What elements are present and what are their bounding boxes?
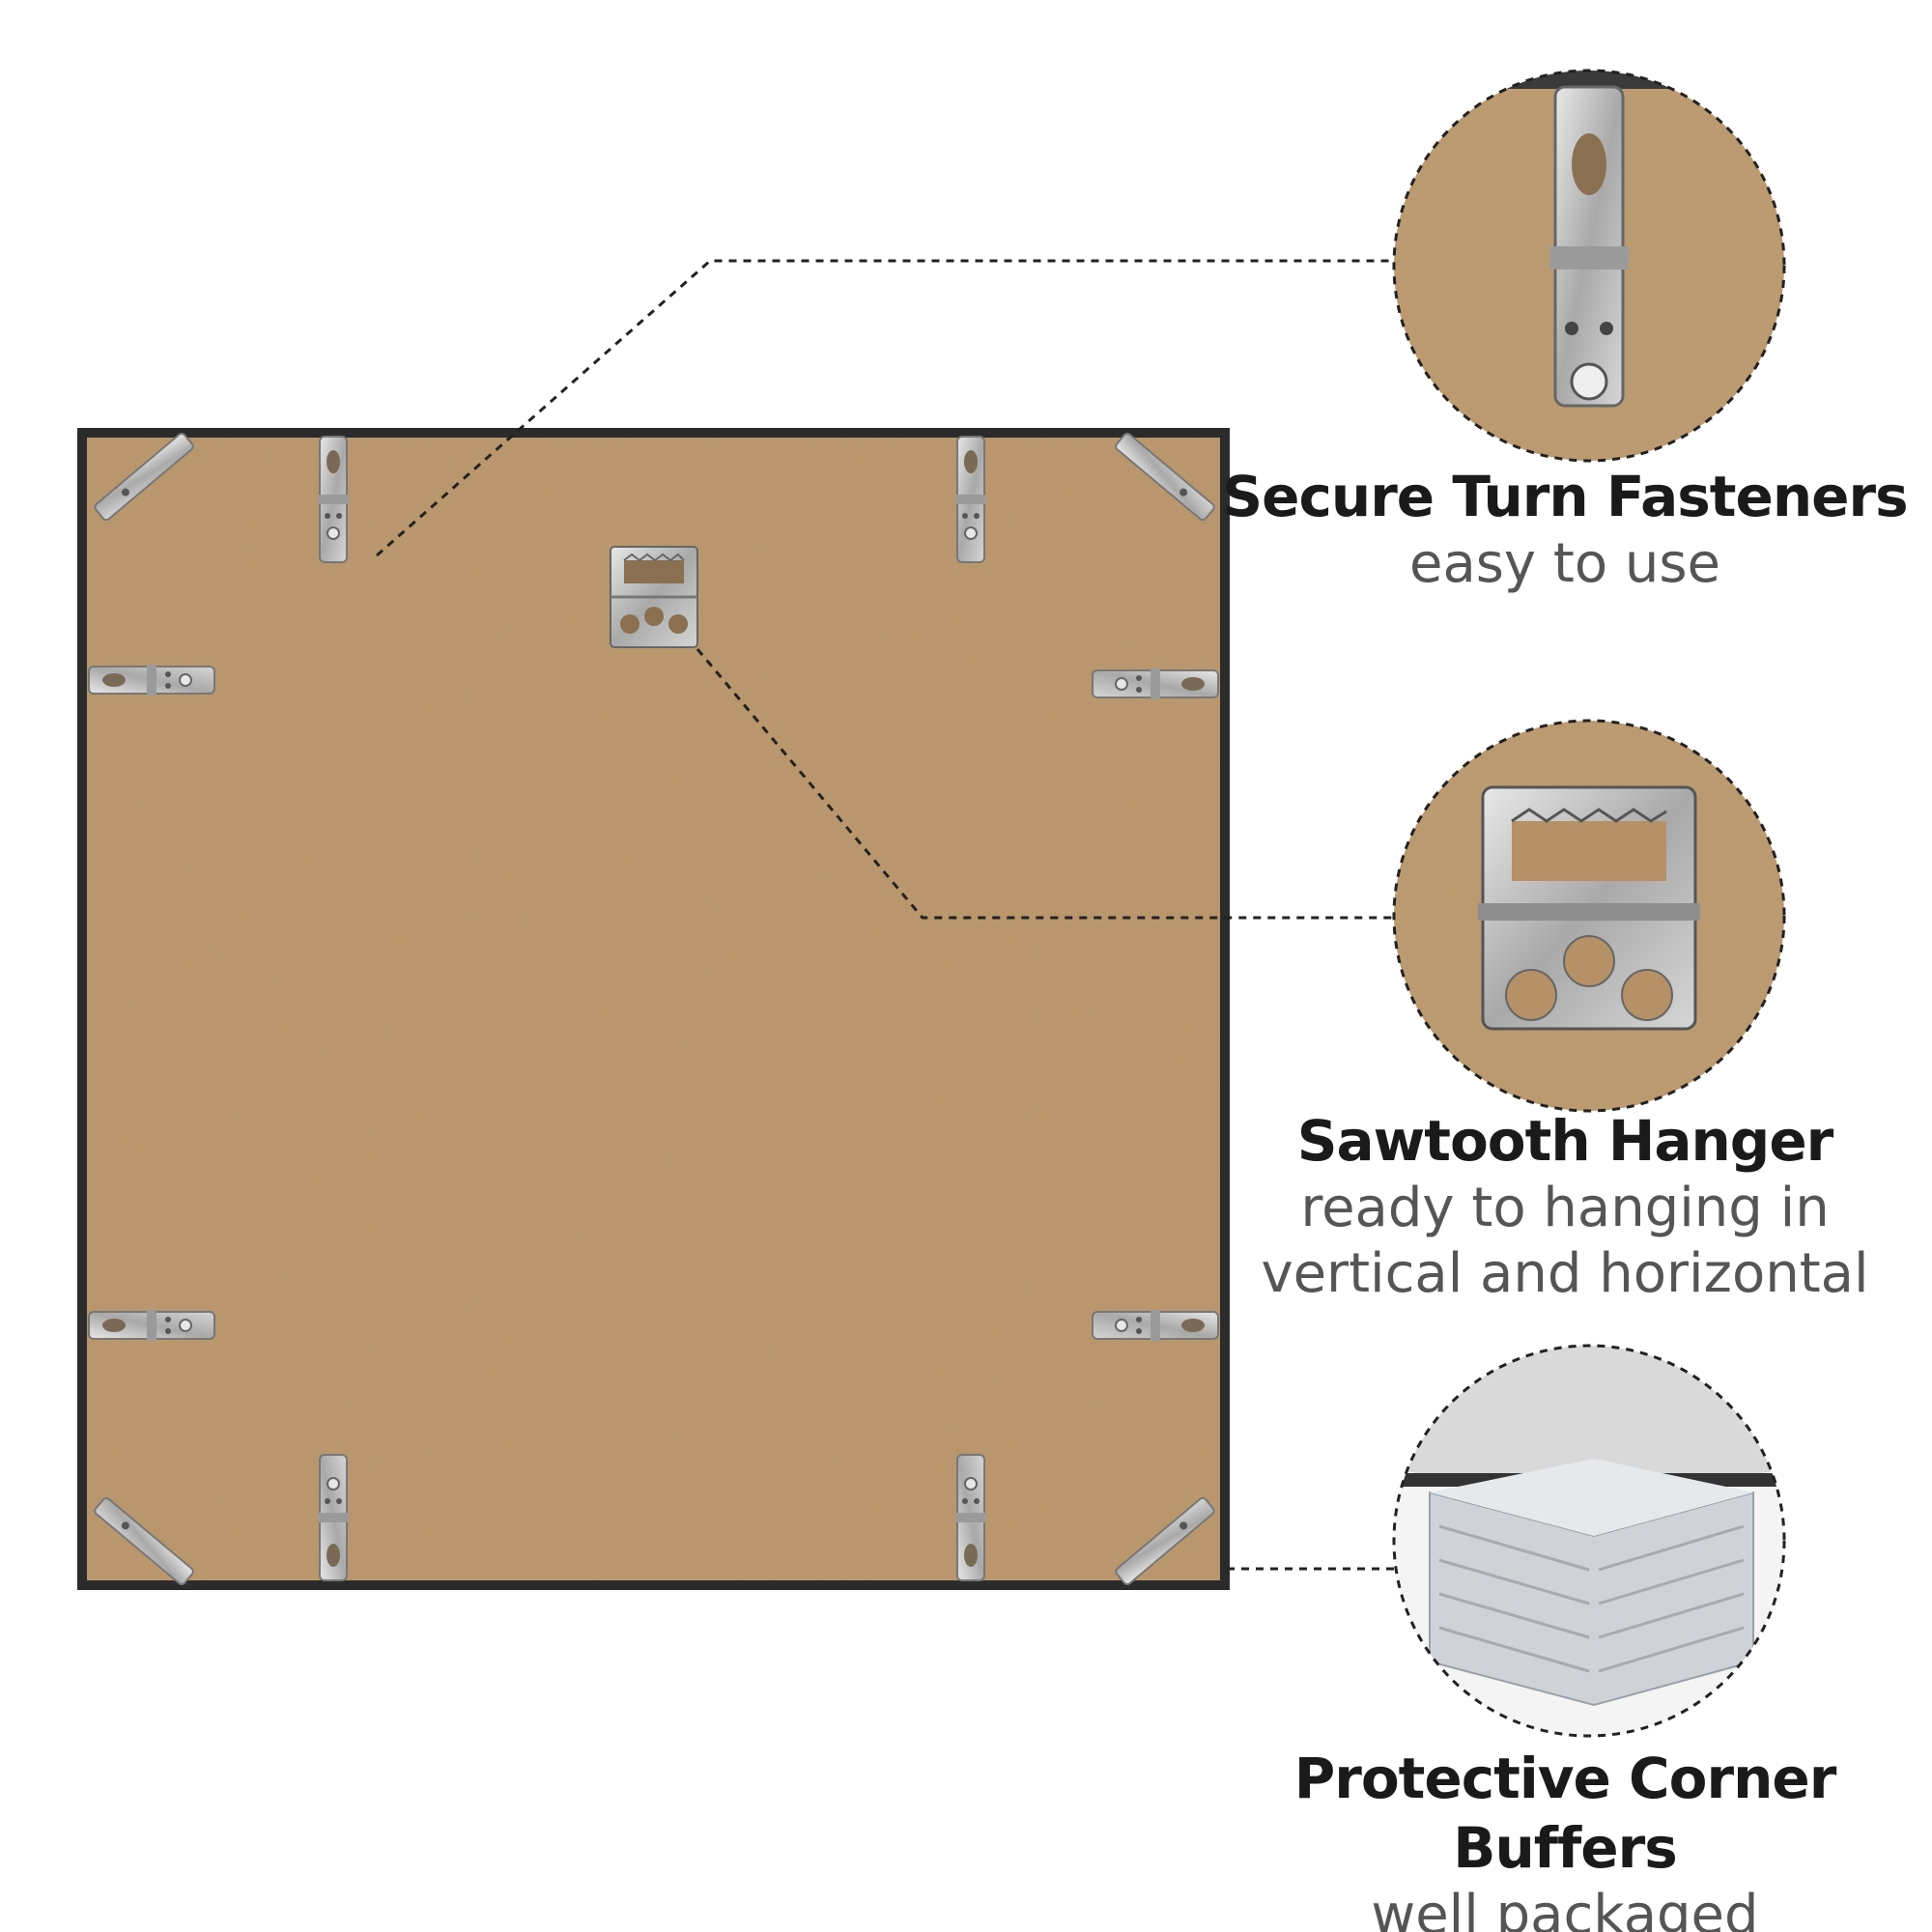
turn-fastener-icon <box>1549 85 1629 408</box>
feature-subtitle: vertical and horizontal <box>1261 1242 1869 1305</box>
zoom-circle-hanger <box>1392 719 1786 1113</box>
feature-subtitle: easy to use <box>1408 532 1721 595</box>
callout-lines <box>376 259 1394 1571</box>
feature-title: Protective Corner Buffers <box>1293 1746 1837 1881</box>
feature-title: Sawtooth Hanger <box>1296 1108 1834 1174</box>
caption-fasteners: Secure Turn Fasteners easy to use <box>1208 462 1922 597</box>
zoom-circle-corner-buffer <box>1392 1344 1786 1738</box>
caption-hanger: Sawtooth Hanger ready to hanging in vert… <box>1208 1106 1922 1307</box>
sawtooth-hanger-icon <box>1478 785 1700 1031</box>
corner-buffer-icon <box>1429 1459 1754 1707</box>
zoom-circle-fastener <box>1392 69 1786 463</box>
feature-subtitle: ready to hanging in <box>1300 1177 1830 1239</box>
feature-subtitle: well packaged <box>1371 1884 1759 1932</box>
feature-title: Secure Turn Fasteners <box>1222 464 1908 529</box>
sawtooth-hanger-icon <box>610 546 698 648</box>
caption-corner-buffers: Protective Corner Buffers well packaged <box>1208 1744 1922 1932</box>
